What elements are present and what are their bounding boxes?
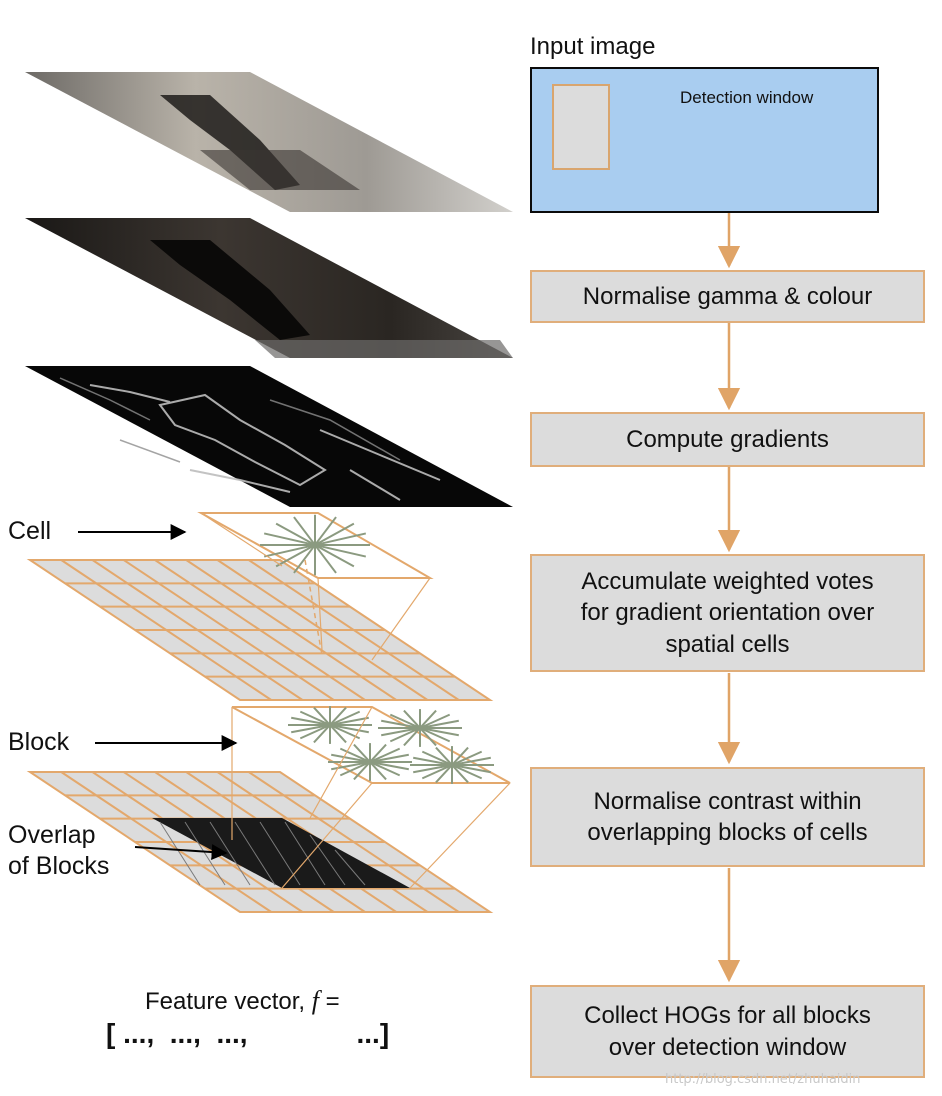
overlap-pointer-arrow: [134, 844, 228, 861]
feature-vector-symbol: f: [311, 986, 319, 1015]
feature-vector-label: Feature vector, f =: [145, 986, 340, 1016]
step-label: Compute gradients: [626, 425, 829, 453]
step-normalise-gamma: Normalise gamma & colour: [530, 270, 925, 323]
block-histogram: [231, 706, 511, 889]
overlap-block-region: [152, 818, 410, 888]
step-label: Normalise contrast within overlapping bl…: [587, 787, 868, 846]
step-accumulate-votes: Accumulate weighted votes for gradient o…: [530, 554, 925, 672]
gradient-layer: [25, 366, 513, 507]
cell-histogram: [197, 512, 434, 661]
watermark: http://blog.csdn.net/zhuhaidin: [665, 1072, 861, 1087]
detection-window-label: Detection window: [680, 88, 814, 107]
block-label: Block: [8, 728, 70, 756]
overlap-label: Overlap of Blocks: [8, 821, 110, 881]
feature-vector-text: Feature vector,: [145, 988, 306, 1015]
gamma-normalised-layer: [25, 218, 513, 358]
step-compute-gradients: Compute gradients: [530, 412, 925, 467]
cell-grid: [26, 559, 494, 701]
step-label: Accumulate weighted votes for gradient o…: [580, 568, 875, 658]
input-image-title: Input image: [530, 33, 656, 60]
step-collect-hogs: Collect HOGs for all blocks over detecti…: [530, 985, 925, 1078]
step-normalise-contrast: Normalise contrast within overlapping bl…: [530, 767, 925, 867]
input-photo-layer: [25, 72, 513, 212]
step-label: Normalise gamma & colour: [582, 282, 873, 310]
step-label: Collect HOGs for all blocks over detecti…: [584, 1002, 871, 1061]
cell-label: Cell: [8, 517, 52, 545]
detection-window-rect: [552, 84, 610, 170]
feature-vector-equals: =: [318, 988, 340, 1015]
feature-vector-brackets: [ ..., ..., ..., ...]: [106, 1018, 390, 1049]
